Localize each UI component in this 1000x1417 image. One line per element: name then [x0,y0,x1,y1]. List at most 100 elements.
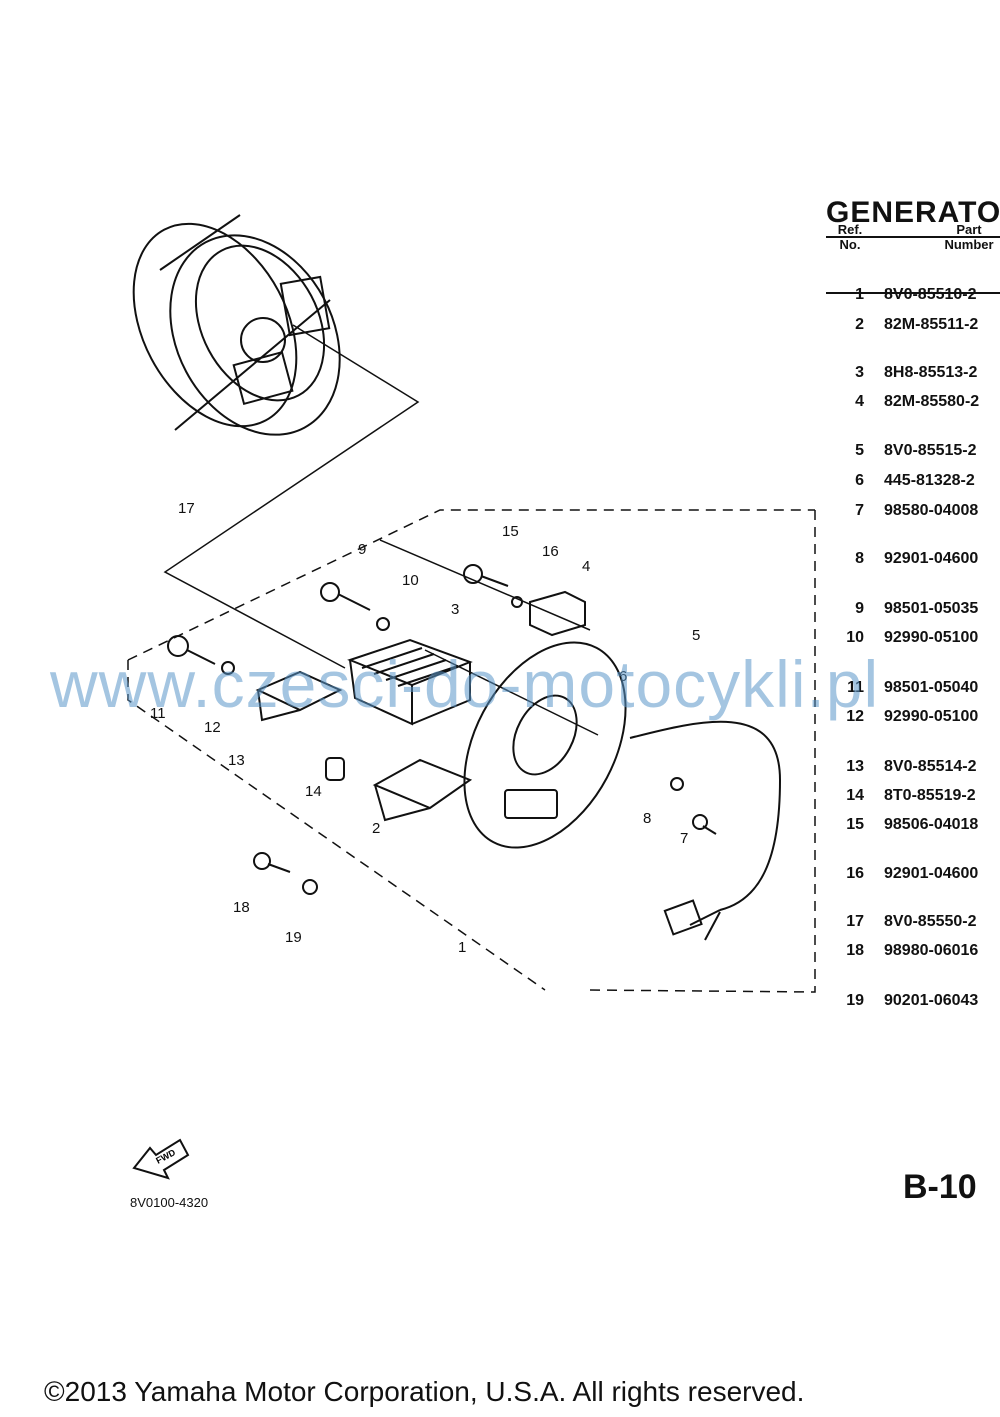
callout-4: 4 [582,558,590,575]
callout-8: 8 [643,810,651,827]
ref-number: 16 [846,865,864,882]
part-number: 98506-04018 [884,816,979,833]
connector [663,899,703,936]
part-number: 8T0-85519-2 [884,787,976,804]
callout-17: 17 [178,500,195,517]
table-row: 12 92990-05100 [826,708,978,726]
charge-coil [347,638,473,726]
page-id: B-10 [903,1168,977,1206]
ref-number: 2 [855,316,864,333]
washer-19 [302,879,318,895]
screw-9 [320,582,371,611]
table-row: 9 98501-05035 [826,600,978,618]
ref-number: 9 [855,600,864,617]
table-row: 13 8V0-85514-2 [826,758,977,776]
ref-number: 3 [855,364,864,381]
ref-number: 4 [855,393,864,410]
part-number: 98501-05040 [884,679,979,696]
callout-1: 1 [458,939,466,956]
ref-number: 10 [846,629,864,646]
ref-number: 13 [846,758,864,775]
table-row: 11 98501-05040 [826,679,978,697]
part-number: 8V0-85550-2 [884,913,977,930]
callout-5: 5 [692,627,700,644]
ref-number: 6 [855,472,864,489]
ref-number: 5 [855,442,864,459]
assembly-bracket [127,509,816,993]
callout-7: 7 [680,830,688,847]
table-row: 19 90201-06043 [826,992,978,1010]
table-row: 8 92901-04600 [826,550,978,568]
part-number: 8V0-85510-2 [884,286,977,303]
ref-number: 14 [846,787,864,804]
table-row: 3 8H8-85513-2 [826,364,977,382]
part-number: 8H8-85513-2 [884,364,978,381]
table-row: 6 445-81328-2 [826,472,975,490]
ref-number: 1 [855,286,864,303]
coil-holder [529,590,586,637]
part-number: 92990-05100 [884,708,979,725]
part-number: 8V0-85514-2 [884,758,977,775]
washer-10 [376,617,390,631]
callout-3: 3 [451,601,459,618]
table-rule-header [826,292,1000,294]
table-row: 7 98580-04008 [826,502,978,520]
collar-14 [325,757,345,781]
forward-arrow-icon: FWD [132,1138,190,1180]
flywheel-rotor [132,214,341,436]
callout-9: 9 [358,541,366,558]
lead-wire [629,720,782,941]
callout-12: 12 [204,719,221,736]
leader-line [163,324,599,736]
part-number: 82M-85580-2 [884,393,980,410]
callout-14: 14 [305,783,322,800]
table-row: 4 82M-85580-2 [826,393,979,411]
table-row: 5 8V0-85515-2 [826,442,977,460]
table-row: 1 8V0-85510-2 [826,286,977,304]
section-title: GENERATO [826,196,1000,229]
table-row: 18 98980-06016 [826,942,978,960]
part-number: 92901-04600 [884,865,979,882]
table-row: 14 8T0-85519-2 [826,787,976,805]
screw-7 [692,814,717,835]
callout-18: 18 [233,899,250,916]
ref-number: 8 [855,550,864,567]
callout-11: 11 [150,705,166,722]
table-row: 15 98506-04018 [826,816,978,834]
table-row: 17 8V0-85550-2 [826,913,977,931]
washer-16 [511,596,523,608]
ref-number: 18 [846,942,864,959]
diagram-code: 8V0100-4320 [130,1195,209,1210]
washer-8 [670,777,684,791]
header-ref: Ref.No. [837,222,863,252]
ref-number: 19 [846,992,864,1009]
callout-13: 13 [228,752,245,769]
callout-10: 10 [402,572,419,589]
screw-11 [167,635,216,665]
table-rule-top [826,236,1000,238]
part-number: 98980-06016 [884,942,979,959]
washer-12 [221,661,235,675]
ref-number: 12 [846,708,864,725]
part-number: 8V0-85515-2 [884,442,977,459]
stator-base-plate [463,641,627,849]
pulser-coil [372,758,473,822]
lighting-coil [255,670,343,722]
ref-number: 7 [855,502,864,519]
ref-number: 11 [847,679,864,696]
screw-18 [253,852,291,873]
ref-number: 15 [846,816,864,833]
part-number: 92901-04600 [884,550,979,567]
part-number: 90201-06043 [884,992,979,1009]
ref-number: 17 [846,913,864,930]
callout-6: 6 [619,668,627,685]
callout-2: 2 [372,820,380,837]
screw-15 [463,564,509,587]
part-number: 98501-05035 [884,600,979,617]
part-number: 98580-04008 [884,502,979,519]
part-number: 445-81328-2 [884,472,975,489]
